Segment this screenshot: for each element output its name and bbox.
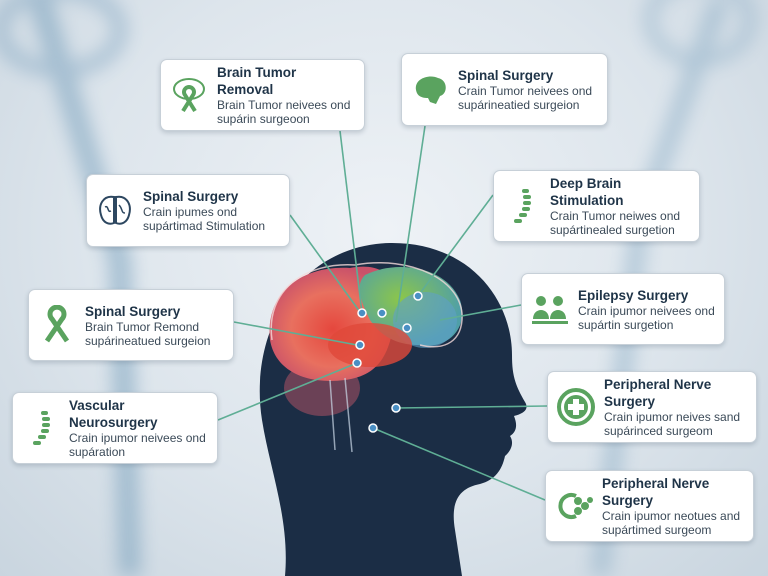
card-desc: Brain Tumor neivees ond — [217, 98, 351, 112]
card-desc: supárineatued surgeion — [85, 333, 211, 348]
card-desc: supáration — [69, 445, 126, 459]
connector-dots — [352, 291, 423, 433]
green-brain-icon — [410, 70, 450, 110]
card-desc: Crain ipumor neives sand — [604, 410, 741, 424]
card-desc: Crain Tumor neiwes ond — [550, 209, 681, 223]
card-desc: supártimed surgeom — [602, 523, 712, 537]
card-desc: supárinced surgeom — [604, 424, 713, 438]
card-title: Spinal Surgery — [85, 303, 181, 319]
card-title: Deep Brain Stimulation — [550, 176, 624, 208]
card-desc: Crain ipumes ond — [143, 205, 238, 219]
card-desc: Crain ipumor neivees ond — [69, 431, 206, 445]
card-title: Brain Tumor Removal — [217, 65, 297, 97]
card-desc: Crain ipumor neotues and — [602, 509, 741, 523]
card-desc: supárin surgeoon — [217, 112, 310, 126]
ribbon-icon — [37, 305, 77, 345]
spine-icon — [502, 186, 542, 226]
card-title: Spinal Surgery — [458, 68, 554, 83]
card-desc: supártinealed surgetion — [550, 223, 675, 237]
brain-ribbon-icon — [169, 75, 209, 115]
consultation-icon — [530, 289, 570, 329]
medical-cross-icon — [556, 387, 596, 427]
brain-outline-icon — [95, 191, 135, 231]
card-desc: supártimad Stimulation — [143, 219, 266, 233]
card-desc: Brain Tumor Remond — [85, 319, 200, 334]
card-title: Vascular Neurosurgery — [69, 398, 158, 430]
card-desc: supártin surgetion — [578, 317, 674, 332]
card-desc: supárineatied surgeion — [458, 98, 580, 112]
nerve-cells-icon — [554, 486, 594, 526]
brain — [269, 262, 463, 453]
card-title: Peripheral Nerve Surgery — [602, 476, 710, 508]
card-title: Peripheral Nerve Surgery — [604, 377, 712, 409]
card-desc: Crain Tumor neivees ond — [458, 84, 593, 98]
card-desc: Crain ipumor neivees ond — [578, 303, 715, 318]
spine-icon — [21, 408, 61, 448]
card-title: Spinal Surgery — [143, 189, 239, 204]
card-title: Epilepsy Surgery — [578, 287, 689, 303]
connector-lines — [217, 125, 548, 501]
